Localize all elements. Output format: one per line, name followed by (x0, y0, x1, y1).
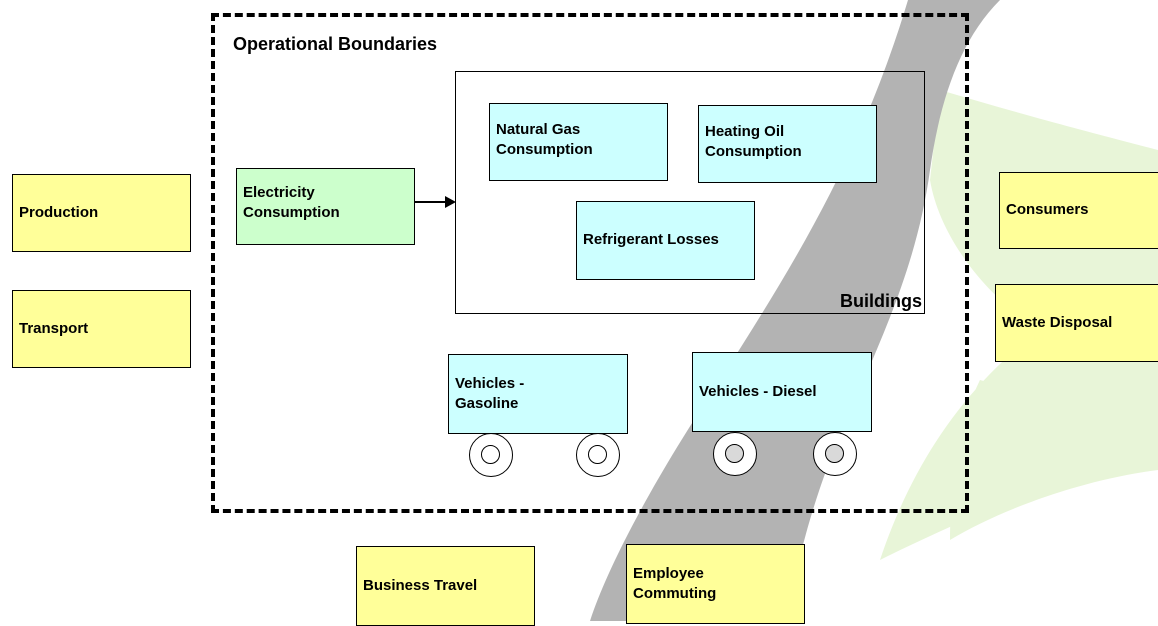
business-travel-label: Business Travel (363, 576, 478, 594)
production-label: Production (19, 203, 99, 221)
waste-disposal-label: Waste Disposal (1002, 313, 1113, 331)
transport-label: Transport (19, 319, 89, 337)
diesel-rear-wheel-icon (813, 432, 857, 476)
vehicle-diesel-box: Vehicles - Diesel (692, 352, 872, 432)
watermark-grey-swoosh (590, 0, 1000, 621)
consumers-label: Consumers (1006, 201, 1089, 219)
employee-commuting-box: Employee Commuting (626, 544, 805, 624)
gasoline-front-wheel-icon (469, 433, 513, 477)
diesel-front-wheel-icon (713, 432, 757, 476)
watermark-green-swoosh-lower (950, 380, 1158, 540)
heating-oil-consumption-box: Heating Oil Consumption (698, 105, 877, 183)
gasoline-rear-wheel-icon (576, 433, 620, 477)
business-travel-box: Business Travel (356, 546, 535, 626)
employee-commuting-label: Employee Commuting (633, 564, 717, 602)
refrigerant-losses-box: Refrigerant Losses (576, 201, 755, 280)
vehicle-diesel-label: Vehicles - Diesel (699, 382, 817, 400)
operational-boundary (211, 13, 969, 513)
boundary-title: Operational Boundaries (233, 34, 438, 54)
transport-box: Transport (12, 290, 191, 368)
electricity-consumption-label: Electricity Consumption (243, 184, 340, 222)
refrigerant-losses-label: Refrigerant Losses (583, 231, 719, 249)
production-box: Production (12, 174, 191, 252)
natural-gas-consumption-box: Natural Gas Consumption (489, 103, 668, 181)
heating-oil-consumption-label: Heating Oil Consumption (705, 123, 802, 161)
vehicle-gasoline-label: Vehicles - Gasoline (455, 374, 525, 412)
electricity-consumption-box: Electricity Consumption (236, 168, 415, 245)
buildings-label: Buildings (840, 291, 922, 311)
natural-gas-consumption-label: Natural Gas Consumption (496, 121, 593, 159)
consumers-box: Consumers (999, 172, 1158, 249)
buildings-container: Buildings (455, 71, 925, 314)
vehicle-gasoline-box: Vehicles - Gasoline (448, 354, 628, 434)
waste-disposal-box: Waste Disposal (995, 284, 1158, 362)
